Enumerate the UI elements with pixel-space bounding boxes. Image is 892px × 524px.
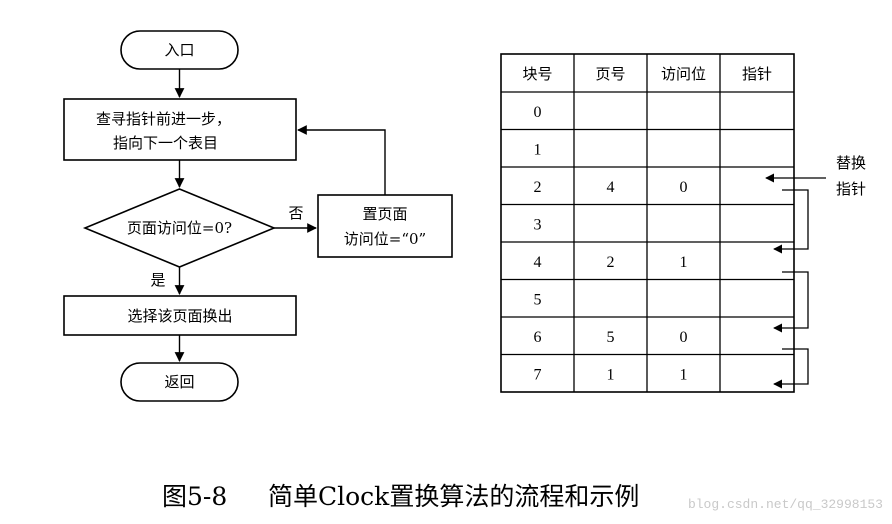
table-header-cell: 页号 <box>595 65 625 83</box>
caption-figure-number: 图5-8 <box>162 482 227 511</box>
replace-pointer-line2: 指针 <box>836 180 866 198</box>
entry-label: 入口 <box>164 41 194 59</box>
table-header-row: 块号 页号 访问位 指针 <box>522 65 772 83</box>
block-number-cell: 4 <box>534 254 542 271</box>
table-grid <box>501 54 794 392</box>
replace-pointer-line1: 替换 <box>836 154 866 172</box>
table-row: 0 <box>534 104 542 121</box>
decision-label: 页面访问位=0? <box>127 219 232 237</box>
page-number-cell: 1 <box>607 366 615 383</box>
access-bit-cell: 1 <box>680 366 688 383</box>
access-bit-cell: 0 <box>680 179 688 196</box>
no-label: 否 <box>288 204 303 222</box>
table-row: 5 <box>534 291 542 308</box>
pointer-move-4-to-6 <box>773 271 809 333</box>
table-row: 4 2 1 <box>534 254 688 271</box>
access-bit-cell: 1 <box>680 254 688 271</box>
replace-pointer-annotation: 替换 指针 <box>765 154 866 198</box>
block-number-cell: 1 <box>534 141 542 158</box>
return-label: 返回 <box>164 373 194 391</box>
figure-caption: 图5-8 简单Clock置换算法的流程和示例 <box>162 482 639 511</box>
table-row: 6 5 0 <box>534 329 688 346</box>
caption-text: 简单Clock置换算法的流程和示例 <box>268 482 639 511</box>
block-number-cell: 2 <box>534 179 542 196</box>
advance-pointer-box <box>63 98 297 161</box>
advance-pointer-line1: 查寻指针前进一步， <box>96 110 231 128</box>
flow-arrow-loop-back <box>297 125 386 195</box>
return-terminal <box>120 362 239 402</box>
set-access-bit-line2: 访问位=“0” <box>344 230 426 248</box>
table-header-cell: 指针 <box>742 65 772 83</box>
block-number-cell: 3 <box>534 216 542 233</box>
table-body: 0 1 2 4 0 3 4 2 1 5 6 5 0 7 1 1 <box>534 104 688 384</box>
table-row: 2 4 0 <box>534 179 688 196</box>
pointer-movement-arrows <box>773 189 809 389</box>
replace-page-label: 选择该页面换出 <box>127 307 232 325</box>
set-access-bit-line1: 置页面 <box>362 205 407 223</box>
page-table: 块号 页号 访问位 指针 0 1 2 4 0 3 4 2 1 5 6 5 0 7 1 1 <box>500 53 795 393</box>
page-number-cell: 4 <box>607 179 615 196</box>
pointer-move-6-to-7 <box>773 348 809 389</box>
access-bit-cell: 0 <box>680 329 688 346</box>
block-number-cell: 7 <box>534 366 542 383</box>
table-header-cell: 访问位 <box>661 65 706 83</box>
pointer-move-2-to-4 <box>773 189 809 254</box>
table-row: 7 1 1 <box>534 366 688 383</box>
source-watermark: blog.csdn.net/qq_32998153 <box>688 497 883 512</box>
advance-pointer-line2: 指向下一个表目 <box>113 134 218 152</box>
set-access-bit-box <box>317 194 453 258</box>
table-header-cell: 块号 <box>522 65 552 83</box>
page-number-cell: 5 <box>607 329 615 346</box>
table-row: 1 <box>534 141 542 158</box>
replace-page-box <box>63 295 297 336</box>
page-number-cell: 2 <box>607 254 615 271</box>
block-number-cell: 0 <box>534 104 542 121</box>
flowchart: 入口 查寻指针前进一步， 指向下一个表目 页面访问位=0? 否 置页面 访问位=… <box>63 30 453 402</box>
block-number-cell: 5 <box>534 291 542 308</box>
table-row: 3 <box>534 216 542 233</box>
yes-label: 是 <box>150 271 165 289</box>
block-number-cell: 6 <box>534 329 542 346</box>
